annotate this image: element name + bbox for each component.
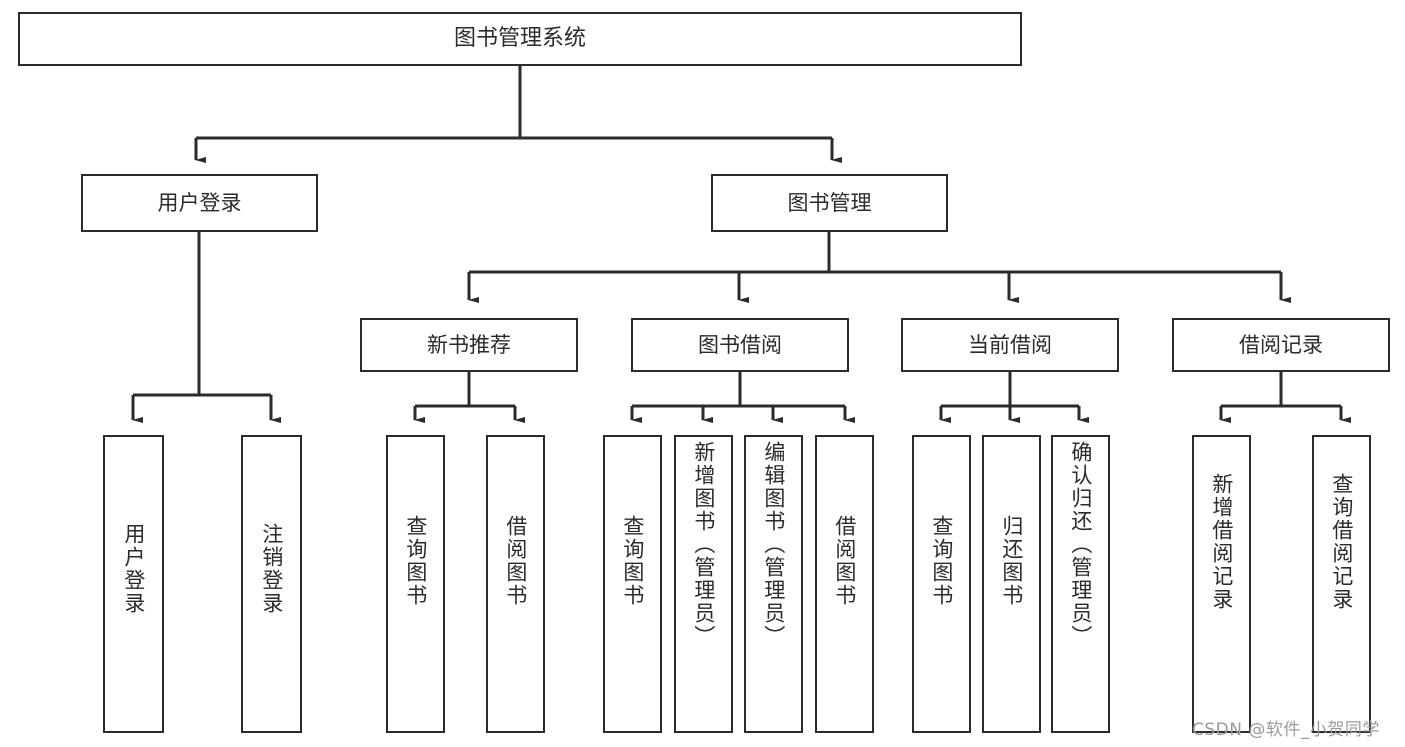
node-label: 编辑图书（管理员） (761, 441, 786, 648)
leaf-query-book-current[interactable]: 查询图书 (912, 435, 971, 733)
node-label: 查询图书 (403, 515, 428, 607)
node-borrow-record[interactable]: 借阅记录 (1172, 318, 1390, 372)
node-label: 当前借阅 (968, 332, 1052, 357)
leaf-user-login[interactable]: 用户登录 (103, 435, 164, 733)
node-label: 查询图书 (620, 515, 645, 607)
leaf-borrow-book-borrow[interactable]: 借阅图书 (815, 435, 874, 733)
node-label: 注销登录 (259, 523, 284, 615)
leaf-return-book[interactable]: 归还图书 (982, 435, 1041, 733)
node-label: 用户登录 (157, 190, 242, 215)
node-label: 新增借阅记录 (1209, 473, 1234, 611)
leaf-add-borrow-record[interactable]: 新增借阅记录 (1192, 435, 1251, 733)
node-label: 图书管理系统 (453, 26, 586, 52)
node-label: 确认归还（管理员） (1068, 441, 1093, 648)
leaf-query-book-borrow[interactable]: 查询图书 (603, 435, 662, 733)
leaf-edit-book[interactable]: 编辑图书（管理员） (744, 435, 803, 733)
csdn-watermark: CSDN @软件_小贺同学 (1192, 720, 1380, 740)
node-book-borrow[interactable]: 图书借阅 (631, 318, 849, 372)
leaf-borrow-book-recommend[interactable]: 借阅图书 (486, 435, 545, 733)
leaf-query-borrow-record[interactable]: 查询借阅记录 (1312, 435, 1371, 733)
leaf-add-book[interactable]: 新增图书（管理员） (674, 435, 733, 733)
node-user-login[interactable]: 用户登录 (81, 174, 318, 232)
node-new-book-recommend[interactable]: 新书推荐 (360, 318, 578, 372)
leaf-logout-login[interactable]: 注销登录 (241, 435, 302, 733)
leaf-confirm-return[interactable]: 确认归还（管理员） (1051, 435, 1110, 733)
node-label: 借阅图书 (503, 515, 528, 607)
node-book-management[interactable]: 图书管理 (711, 174, 948, 232)
leaf-query-book-recommend[interactable]: 查询图书 (386, 435, 445, 733)
node-label: 查询借阅记录 (1329, 473, 1354, 611)
node-label: 归还图书 (999, 515, 1024, 607)
node-label: 用户登录 (121, 523, 146, 615)
node-current-borrow[interactable]: 当前借阅 (901, 318, 1119, 372)
node-label: 图书管理 (787, 190, 872, 215)
node-label: 新书推荐 (427, 332, 511, 357)
node-label: 图书借阅 (698, 332, 782, 357)
node-label: 查询图书 (929, 515, 954, 607)
node-root-system[interactable]: 图书管理系统 (18, 12, 1022, 66)
node-label: 新增图书（管理员） (691, 441, 716, 648)
node-label: 借阅图书 (832, 515, 857, 607)
node-label: 借阅记录 (1239, 332, 1323, 357)
